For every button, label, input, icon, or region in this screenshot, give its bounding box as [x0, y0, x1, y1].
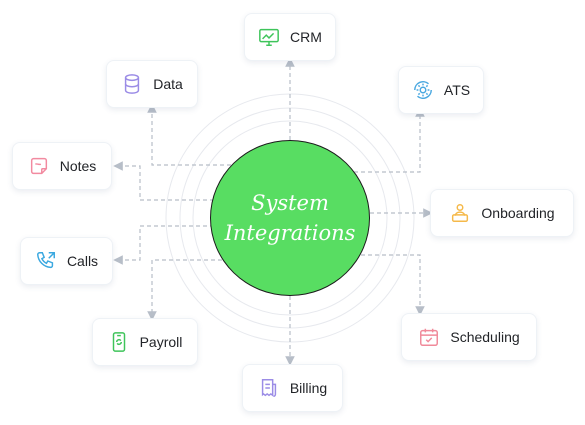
database-icon [121, 73, 143, 95]
integration-label: ATS [443, 82, 471, 98]
monitor-chart-icon [258, 26, 280, 48]
integration-card-ats[interactable]: ATS [398, 66, 484, 114]
integration-label: Payroll [139, 334, 183, 350]
connector-paths [113, 57, 433, 366]
integration-card-calls[interactable]: Calls [20, 237, 113, 285]
integration-label: Calls [66, 253, 99, 269]
integration-label: CRM [290, 29, 322, 45]
integration-card-scheduling[interactable]: Scheduling [401, 313, 537, 361]
integration-card-crm[interactable]: CRM [244, 13, 336, 61]
integration-label: Data [153, 76, 183, 92]
phone-call-icon [35, 250, 57, 272]
integration-label: Onboarding [481, 205, 555, 221]
integration-label: Billing [289, 380, 328, 396]
integration-card-payroll[interactable]: Payroll [92, 318, 198, 366]
receipt-icon [258, 377, 280, 399]
integration-card-onboarding[interactable]: Onboarding [430, 189, 574, 237]
mobile-payment-icon [108, 331, 130, 353]
gear-cycle-icon [412, 79, 434, 101]
person-laptop-icon [449, 202, 471, 224]
integration-label: Scheduling [450, 329, 520, 345]
system-integrations-hub: System Integrations [210, 140, 370, 296]
hub-title-line2: Integrations [224, 221, 356, 245]
integration-card-notes[interactable]: Notes [12, 142, 112, 190]
sticky-note-icon [28, 155, 50, 177]
integration-label: Notes [59, 158, 97, 174]
integration-card-data[interactable]: Data [106, 60, 198, 108]
calendar-check-icon [418, 326, 440, 348]
hub-title-line1: System [251, 191, 329, 215]
integration-card-billing[interactable]: Billing [242, 364, 343, 412]
